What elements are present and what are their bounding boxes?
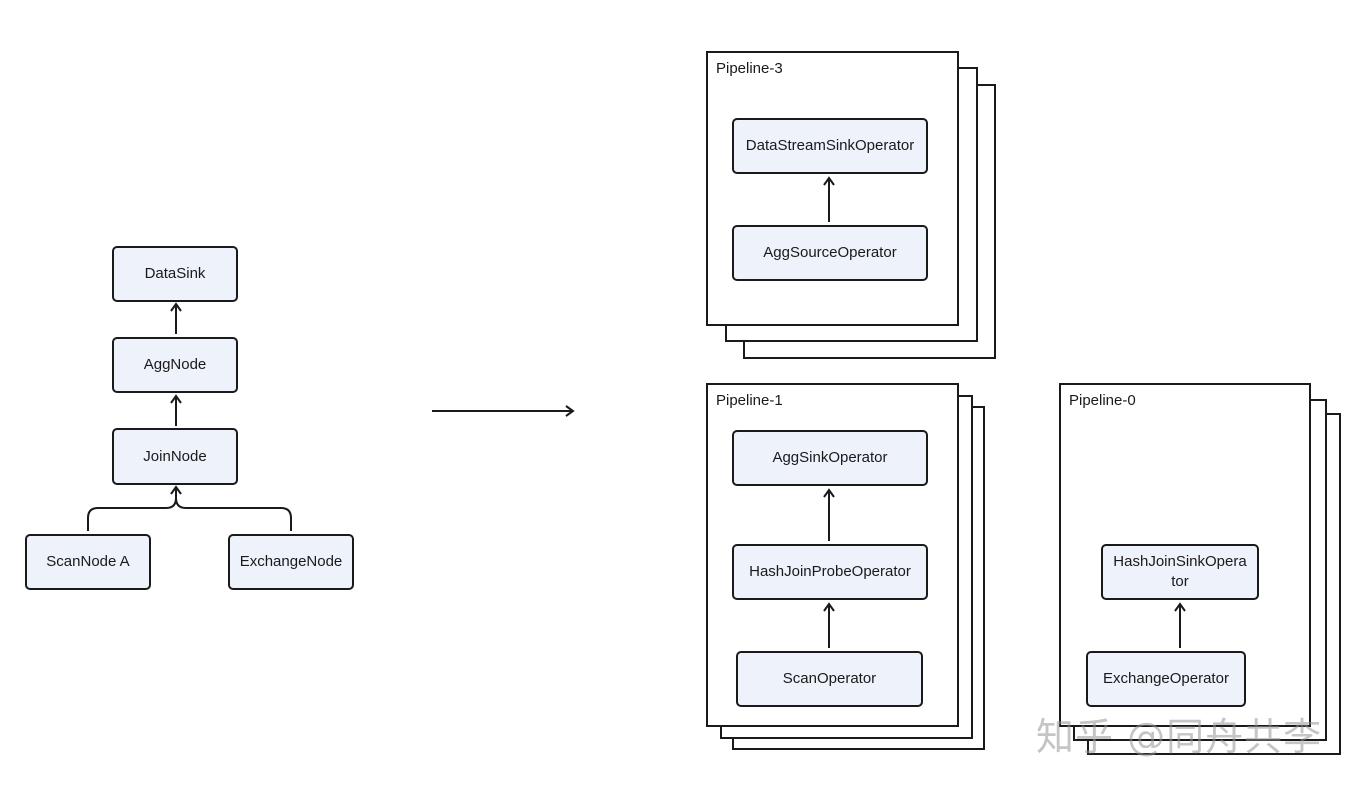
pipeline-3-title: Pipeline-3 (716, 60, 783, 77)
exchangeoperator-node: ExchangeOperator (1086, 651, 1246, 707)
aggsourceoperator-node: AggSourceOperator (732, 225, 928, 281)
joinnode-node: JoinNode (112, 428, 238, 485)
connector-scan-to-join (87, 497, 177, 531)
pipeline-3-panel: Pipeline-3 (706, 51, 959, 326)
hashjoinsinkoperator-node: HashJoinSinkOpera tor (1101, 544, 1259, 600)
datasink-node: DataSink (112, 246, 238, 302)
exchangenode-node: ExchangeNode (228, 534, 354, 590)
watermark-text: 知乎 @同舟共李 (1036, 715, 1323, 759)
aggsinkoperator-node: AggSinkOperator (732, 430, 928, 486)
pipeline-1-title: Pipeline-1 (716, 392, 783, 409)
scanoperator-node: ScanOperator (736, 651, 923, 707)
hashjoinprobeoperator-node: HashJoinProbeOperator (732, 544, 928, 600)
datastreamsinkoperator-node: DataStreamSinkOperator (732, 118, 928, 174)
hashjoinsinkoperator-label-line2: tor (1171, 573, 1189, 590)
aggnode-node: AggNode (112, 337, 238, 393)
hashjoinsinkoperator-label-line1: HashJoinSinkOpera (1113, 553, 1247, 570)
scannode-a-node: ScanNode A (25, 534, 151, 590)
pipeline-0-title: Pipeline-0 (1069, 392, 1136, 409)
connector-exchange-to-join (175, 497, 292, 531)
